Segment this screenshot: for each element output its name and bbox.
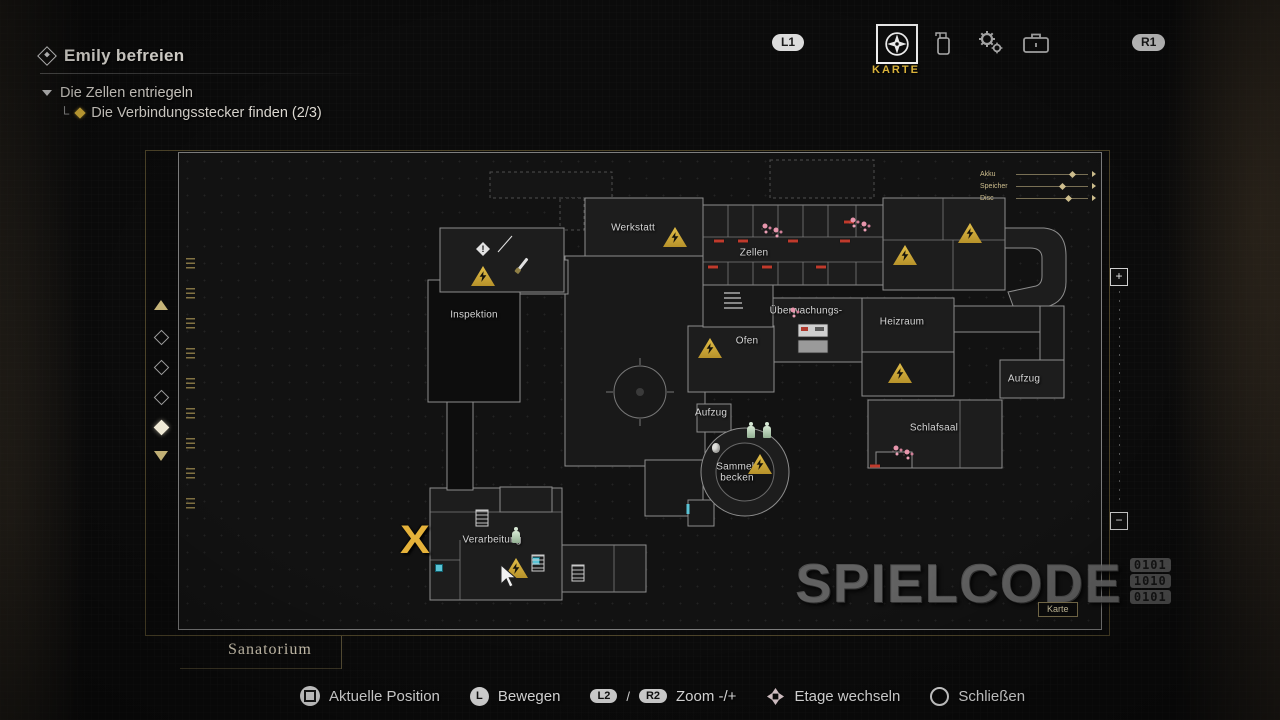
karte-mini-button[interactable]: Karte: [1038, 602, 1078, 617]
floor-diamond-current[interactable]: [153, 419, 169, 436]
watermark-binary: 0101 1010 0101: [1129, 558, 1171, 604]
chevron-down-icon: [42, 90, 52, 96]
frame-line: [180, 668, 341, 669]
legend-thumb-icon: [1064, 194, 1072, 202]
watermark: SPIELCODE 0101 1010 0101: [795, 556, 1171, 611]
tab-settings[interactable]: [976, 28, 1004, 56]
left-stick-icon: L: [469, 686, 489, 706]
watermark-text: SPIELCODE: [795, 552, 1122, 614]
control-move[interactable]: L Bewegen: [469, 686, 561, 706]
control-label: Aktuelle Position: [329, 687, 440, 705]
tab-crafting[interactable]: [932, 28, 954, 58]
legend-slider: [1016, 194, 1088, 202]
legend-arrow-icon: [1092, 171, 1096, 177]
zoom-strip: + −: [1110, 268, 1128, 530]
zoom-scale: [1118, 291, 1120, 507]
l2-button-icon: L2: [590, 689, 618, 703]
control-zoom[interactable]: L2 / R2 Zoom -/+: [590, 688, 736, 705]
floor-diamond[interactable]: [153, 329, 169, 346]
control-bar: Aktuelle Position L Bewegen L2 / R2 Zoom…: [300, 686, 1025, 706]
zoom-in-button[interactable]: +: [1110, 268, 1128, 286]
tab-map-label: KARTE: [872, 64, 920, 76]
floor-up-arrow[interactable]: [154, 300, 168, 310]
slash-separator: /: [626, 688, 630, 704]
legend-arrow-icon: [1092, 195, 1096, 201]
floor-name: Sanatorium: [228, 641, 312, 658]
binary-row: 0101: [1129, 558, 1171, 572]
binary-row: 0101: [1129, 590, 1171, 604]
legend-slider: [1016, 182, 1088, 190]
objective-diamond-icon: [74, 107, 86, 119]
frame-line: [341, 636, 342, 669]
tab-inventory[interactable]: [1022, 31, 1050, 55]
r1-button[interactable]: R1: [1132, 34, 1166, 51]
map-legend: Akku Speicher Disc: [980, 168, 1096, 204]
legend-thumb-icon: [1058, 182, 1067, 190]
sub-objective-connector: └: [60, 105, 70, 121]
control-change-floor[interactable]: Etage wechseln: [766, 687, 900, 706]
floor-down-arrow[interactable]: [154, 451, 168, 461]
legend-arrow-icon: [1092, 183, 1096, 189]
legend-slider: [1016, 170, 1088, 178]
square-button-icon: [300, 686, 320, 706]
background-scene-right: [1140, 0, 1280, 720]
floor-tick-marks: [186, 258, 195, 528]
l1-button[interactable]: L1: [772, 34, 805, 51]
floor-selector: [149, 300, 173, 461]
quest-diamond-icon: [37, 46, 57, 66]
tab-map[interactable]: [876, 24, 918, 64]
control-label: Etage wechseln: [794, 687, 901, 705]
legend-label: Speicher: [980, 182, 1008, 190]
circle-button-icon: [930, 686, 950, 706]
floor-diamond[interactable]: [153, 389, 169, 406]
binary-row: 1010: [1129, 574, 1171, 588]
control-current-position[interactable]: Aktuelle Position: [300, 686, 440, 706]
r2-button-icon: R2: [638, 689, 667, 703]
compass-icon: [885, 32, 909, 56]
control-label: Schließen: [958, 687, 1026, 705]
legend-label: Disc: [980, 194, 994, 202]
control-close[interactable]: Schließen: [930, 686, 1026, 706]
control-label: Bewegen: [497, 687, 561, 705]
control-label: Zoom -/+: [676, 687, 737, 705]
quest-title: Emily befreien: [64, 46, 185, 65]
legend-label: Akku: [980, 170, 996, 178]
zoom-out-button[interactable]: −: [1110, 512, 1128, 530]
quest-objective: Die Zellen entriegeln: [60, 85, 193, 101]
quest-divider: [40, 73, 380, 74]
quest-sub-objective: Die Verbindungsstecker finden (2/3): [91, 105, 322, 121]
dpad-icon: [767, 687, 785, 705]
legend-thumb-icon: [1069, 170, 1077, 178]
quest-panel: Emily befreien Die Zellen entriegeln └ D…: [37, 46, 380, 121]
map-cursor-icon: [500, 564, 517, 588]
floor-diamond[interactable]: [153, 359, 169, 376]
